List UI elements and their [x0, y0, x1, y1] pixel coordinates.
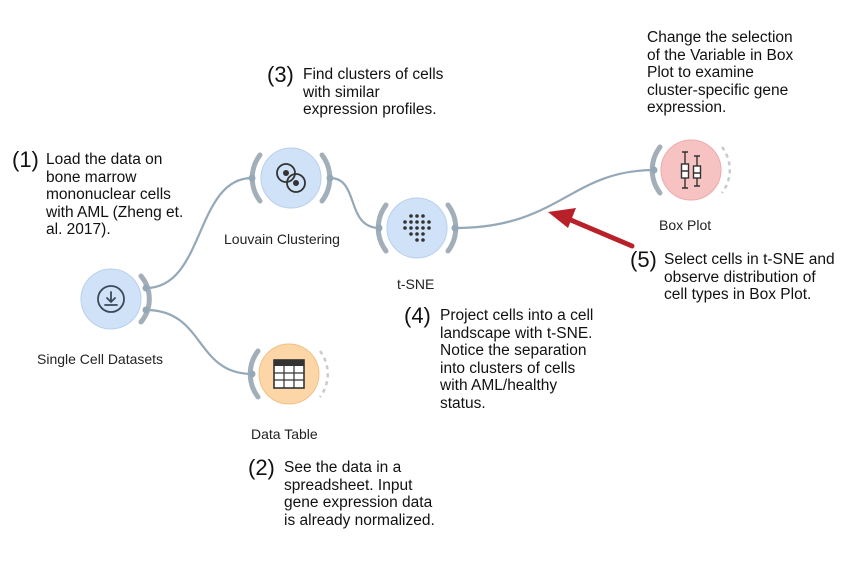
note-6-line: Plot to examine [647, 64, 754, 81]
note-2-line: is already normalized. [284, 511, 435, 529]
note-6-line: cluster-specific gene [647, 81, 789, 99]
note-6-line: of the Variable in Box [647, 46, 794, 64]
note-4-line: Project cells into a cell [440, 307, 594, 324]
note-4-number: (4) [404, 303, 431, 328]
link-datasets-to-data-table[interactable] [145, 308, 253, 376]
note-1-line: with AML (Zheng et. [46, 203, 184, 221]
label-tsne: t-SNE [397, 276, 435, 292]
note-5-line: Select cells in t-SNE and [664, 251, 835, 268]
note-1-number: (1) [12, 147, 39, 172]
note-4-line: landscape with t-SNE. [440, 324, 593, 342]
note-2-line: gene expression data [284, 494, 433, 511]
widget-data-table[interactable] [247, 343, 329, 405]
pointer-arrow [548, 208, 635, 249]
note-4-line: into clusters of cells [440, 359, 576, 377]
note-1-line: bone marrow [46, 168, 137, 186]
table-icon [273, 359, 305, 389]
widget-tsne[interactable] [375, 197, 459, 259]
note-4-line: with AML/healthy [440, 377, 558, 394]
note-4-line: Notice the separation [440, 342, 587, 359]
note-6-line: expression. [647, 99, 727, 116]
cluster-icon [276, 163, 306, 193]
note-2-number: (2) [248, 455, 275, 480]
label-box-plot: Box Plot [659, 217, 712, 233]
note-3-line: expression profiles. [303, 101, 437, 118]
widget-louvain-clustering[interactable] [248, 147, 334, 209]
widget-box-plot[interactable] [649, 139, 731, 201]
note-3-number: (3) [267, 62, 294, 87]
download-icon [97, 285, 125, 313]
link-tsne-to-box-plot[interactable] [454, 168, 656, 230]
note-1-line: Load the data on [46, 151, 163, 168]
label-louvain-clustering: Louvain Clustering [224, 231, 340, 247]
link-louvain-to-tsne[interactable] [329, 176, 381, 230]
note-5-line: observe distribution of [664, 268, 816, 286]
box-plot-icon [680, 151, 702, 189]
note-1-line: al. 2017). [46, 221, 111, 238]
note-2-line: See the data in a [284, 459, 402, 476]
note-1-line: mononuclear cells [46, 186, 171, 203]
note-4-line: status. [440, 394, 486, 412]
note-6-line: Change the selection [647, 29, 793, 46]
note-3-line: with similar [303, 83, 380, 101]
note-5-line: cell types in Box Plot. [664, 286, 812, 303]
note-5-number: (5) [630, 247, 657, 272]
label-data-table: Data Table [251, 426, 318, 442]
label-single-cell-datasets: Single Cell Datasets [37, 351, 164, 367]
widget-single-cell-datasets[interactable] [80, 268, 152, 330]
link-datasets-to-louvain[interactable] [145, 176, 253, 290]
note-2-line: spreadsheet. Input [284, 476, 413, 494]
dot-grid-icon [403, 214, 431, 242]
note-3-line: Find clusters of cells [303, 66, 444, 83]
